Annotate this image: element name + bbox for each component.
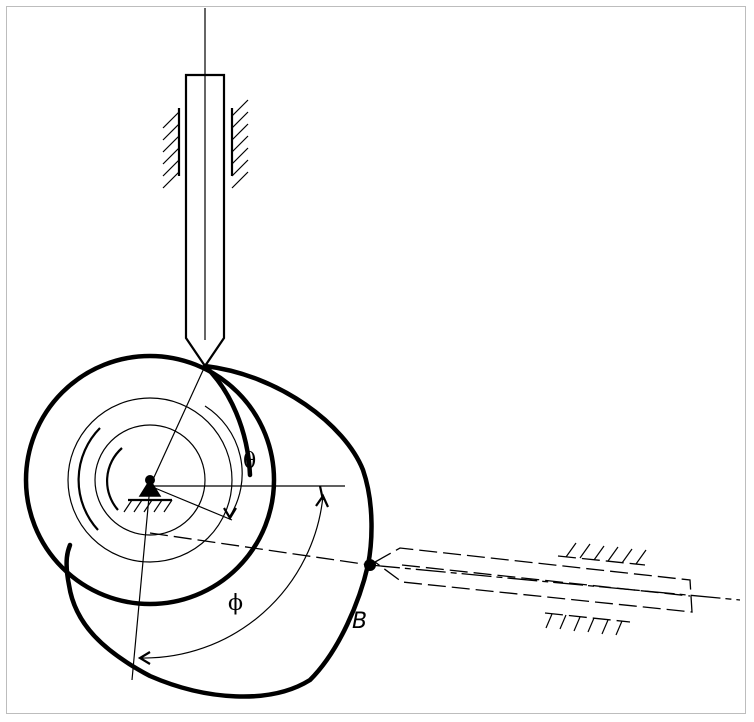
lower-guide-hatch <box>545 613 623 636</box>
left-guide-hatch <box>162 111 180 189</box>
theta-label: θ <box>243 449 256 474</box>
phi-arc <box>139 495 324 659</box>
dashed-follower-centre <box>401 564 691 597</box>
cam-inner-arc <box>202 363 253 478</box>
right-guide-hatch <box>231 99 249 189</box>
point-b-label: B <box>352 609 367 634</box>
dashed-centre-line <box>149 532 371 566</box>
rotation-arc-inner <box>105 447 123 511</box>
irregular-cam-profile <box>64 363 374 699</box>
dashed-second-follower <box>373 547 693 613</box>
radial-line-top <box>149 365 206 487</box>
radial-line-theta <box>149 485 233 521</box>
theta-arc <box>204 405 243 517</box>
radial-line-phi <box>131 485 151 681</box>
circular-cam <box>23 353 277 607</box>
base-circle-outer <box>67 397 233 563</box>
upper-guide-dashed <box>557 555 646 566</box>
base-circle-inner <box>94 424 206 536</box>
theta-arrowhead <box>223 507 237 521</box>
phi-arrowhead-top <box>315 493 330 508</box>
lower-guide-dashed <box>544 612 631 623</box>
rotation-arc-outer <box>77 427 101 531</box>
vertical-follower-rod <box>184 73 226 368</box>
figure-frame <box>6 6 746 714</box>
dashed-follower-axis <box>369 564 741 601</box>
phi-label: ϕ <box>228 591 243 616</box>
pivot-bearing <box>123 475 173 513</box>
upper-guide-hatch <box>565 542 647 565</box>
phi-arrowhead-bottom <box>137 651 151 665</box>
contact-point-b <box>364 559 376 571</box>
